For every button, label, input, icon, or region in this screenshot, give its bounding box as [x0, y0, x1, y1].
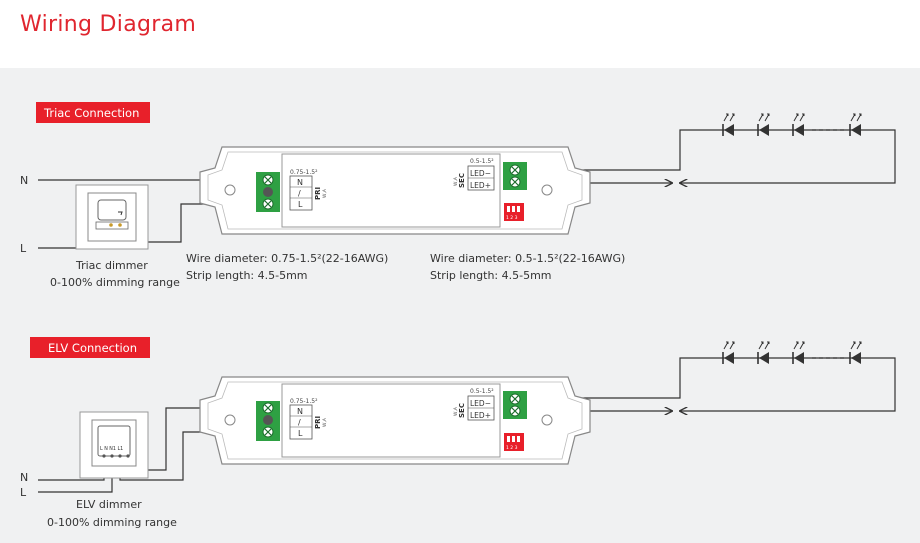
elv-pri-n: N	[297, 407, 303, 416]
triac-dimmer-name: Triac dimmer	[75, 259, 148, 272]
elv-pri-sub: W,A	[322, 417, 328, 427]
triac-pri-l: L	[298, 200, 303, 209]
led-diode-icon	[792, 113, 805, 136]
triac-dimmer-range: 0-100% dimming range	[50, 276, 180, 289]
triac-badge-label: Triac Connection	[43, 106, 139, 120]
page-title: Wiring Diagram	[20, 12, 197, 37]
elv-sec-led-plus: LED+	[470, 411, 491, 420]
elv-n-label: N	[20, 471, 28, 484]
triac-sec-strip-length: Strip length: 4.5-5mm	[430, 269, 552, 282]
elv-sec-label: SEC	[458, 403, 466, 418]
elv-pri-l: L	[298, 429, 303, 438]
elv-dimmer-terminals: L N N1 L1	[100, 446, 123, 452]
elv-dimmer: L N N1 L1	[79, 411, 149, 479]
elv-dimmer-name: ELV dimmer	[76, 498, 142, 511]
triac-dimmer	[75, 184, 149, 250]
triac-pri-sub: W,A	[322, 188, 328, 198]
led-diode-icon	[849, 341, 862, 364]
triac-sec-led-minus: LED−	[470, 169, 491, 178]
led-diode-icon	[849, 113, 862, 136]
triac-pri-slash: /	[298, 189, 301, 198]
led-diode-icon	[792, 341, 805, 364]
elv-dimmer-range: 0-100% dimming range	[47, 516, 177, 529]
elv-pri-slash: /	[298, 418, 301, 427]
triac-led-string	[722, 113, 862, 136]
elv-sec-spec: 0.5-1.5²	[470, 388, 494, 395]
elv-badge-label: ELV Connection	[48, 341, 137, 355]
triac-sec-label: SEC	[458, 173, 466, 188]
elv-led-string	[722, 341, 862, 364]
dip-switch-icon: 1 2 3	[504, 433, 524, 451]
triac-pri-label: PRI	[314, 187, 322, 200]
triac-sec-sub: W,A	[453, 176, 459, 186]
dimmer-icon	[97, 425, 131, 457]
led-diode-icon	[722, 113, 735, 136]
triac-pri-spec: 0.75-1.5²	[290, 169, 318, 176]
elv-section: ELV Connection N L L N N1 L1	[20, 337, 896, 529]
elv-l-label: L	[20, 486, 27, 499]
elv-badge	[30, 337, 150, 358]
triac-sec-spec: 0.5-1.5²	[470, 158, 494, 165]
led-diode-icon	[757, 341, 770, 364]
triac-l-label: L	[20, 242, 27, 255]
triac-sec-led-plus: LED+	[470, 181, 491, 190]
triac-pri-n: N	[297, 178, 303, 187]
dip-switch-icon: 1 2 3	[504, 203, 524, 221]
elv-pri-label: PRI	[314, 416, 322, 429]
elv-pri-spec: 0.75-1.5²	[290, 398, 318, 405]
elv-driver: 0.75-1.5² N / L PRI W,A 0.5-1.5² LED− LE…	[199, 376, 591, 465]
dimmer-icon	[118, 211, 123, 216]
triac-pri-wire-diameter: Wire diameter: 0.75-1.5²(22-16AWG)	[186, 252, 388, 265]
led-diode-icon	[722, 341, 735, 364]
led-diode-icon	[757, 113, 770, 136]
triac-driver: 0.75-1.5² N / L PRI W,A 0.5-1.5² LED− LE…	[199, 146, 591, 235]
triac-badge	[36, 102, 150, 123]
triac-sec-wire-diameter: Wire diameter: 0.5-1.5²(22-16AWG)	[430, 252, 625, 265]
elv-dip-text: 1 2 3	[506, 445, 518, 451]
elv-sec-led-minus: LED−	[470, 399, 491, 408]
triac-pri-strip-length: Strip length: 4.5-5mm	[186, 269, 308, 282]
elv-sec-sub: W,A	[453, 406, 459, 416]
triac-n-label: N	[20, 174, 28, 187]
triac-dip-text: 1 2 3	[506, 215, 518, 221]
triac-section: Triac Connection N L Triac dim	[20, 102, 896, 289]
